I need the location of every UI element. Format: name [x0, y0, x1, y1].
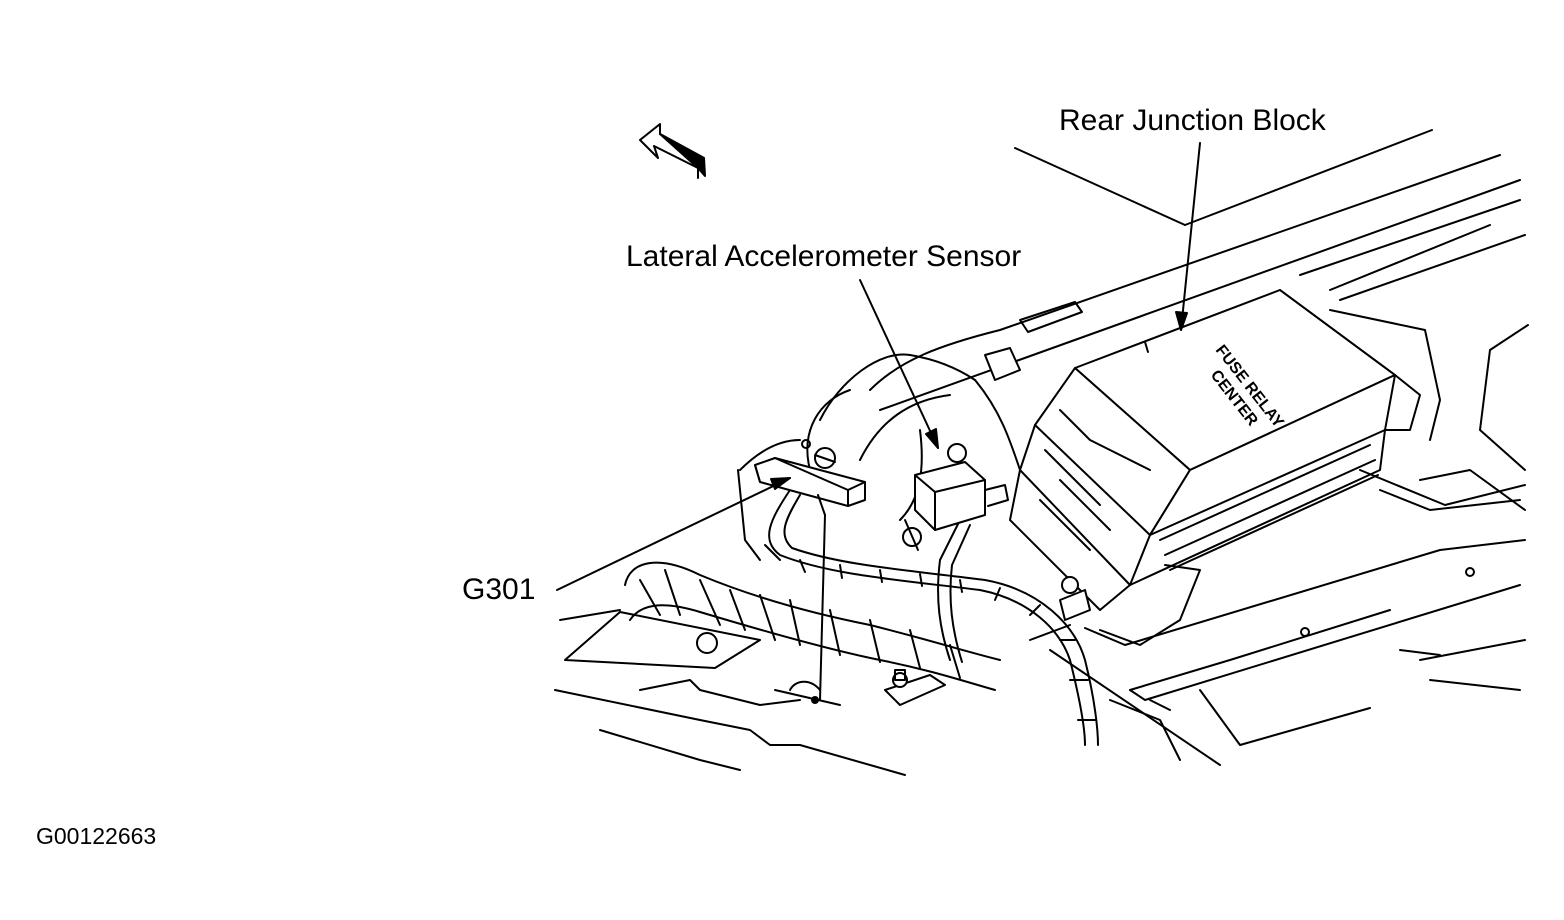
leader-rear-junction-block — [1180, 142, 1201, 331]
rear-body-panel — [737, 129, 1529, 561]
rear-junction-block: FUSE RELAY CENTER — [984, 289, 1441, 646]
g301-label: G301 — [462, 573, 536, 606]
rear-junction-block-label: Rear Junction Block — [1059, 104, 1326, 137]
g301-ground-bracket — [754, 439, 866, 704]
wiring-harness-main — [624, 561, 1001, 691]
direction-arrow-icon — [639, 123, 706, 179]
leader-lateral-accelerometer — [859, 279, 939, 449]
lateral-accelerometer-sensor — [902, 443, 1009, 551]
ground-stud — [884, 669, 946, 706]
lateral-accelerometer-sensor-label: Lateral Accelerometer Sensor — [626, 240, 1022, 273]
wiring-lead — [764, 489, 1099, 746]
figure-code: G00122663 — [36, 823, 157, 849]
leader-lines — [556, 142, 1201, 591]
leader-g301 — [556, 477, 791, 591]
floor-panel — [554, 469, 1526, 776]
